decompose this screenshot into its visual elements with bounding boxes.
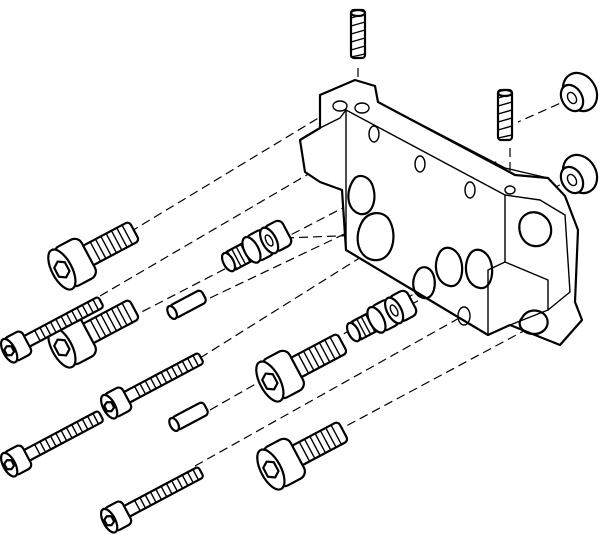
lug-bore	[518, 211, 553, 248]
socket-head-cap-screw	[256, 421, 349, 491]
bore	[347, 174, 376, 216]
socket-head-cap-screw	[255, 333, 348, 403]
cap-nut	[559, 71, 599, 113]
through-hole	[464, 181, 476, 199]
cap-nut	[559, 153, 599, 195]
socket-head-cap-screw	[47, 221, 140, 291]
adapter-plate	[298, 78, 584, 347]
through-hole	[354, 102, 370, 114]
bore	[434, 246, 464, 288]
threaded-sleeve-set	[345, 289, 418, 343]
set-screw	[496, 88, 514, 142]
dowel-pin	[168, 401, 209, 433]
bore	[412, 266, 436, 300]
long-cap-screw	[0, 296, 104, 364]
dowel-pin	[166, 289, 207, 321]
bore	[356, 212, 395, 262]
set-screw	[349, 8, 367, 60]
through-hole	[332, 100, 348, 112]
through-hole	[414, 155, 426, 173]
bore	[464, 248, 494, 290]
through-hole	[504, 185, 516, 195]
through-hole	[457, 306, 471, 326]
lug-bore	[518, 309, 549, 336]
long-cap-screw	[99, 352, 204, 420]
long-cap-screw	[0, 410, 104, 478]
long-cap-screw	[99, 466, 204, 534]
threaded-sleeve-set	[220, 219, 293, 273]
through-hole	[368, 125, 380, 143]
